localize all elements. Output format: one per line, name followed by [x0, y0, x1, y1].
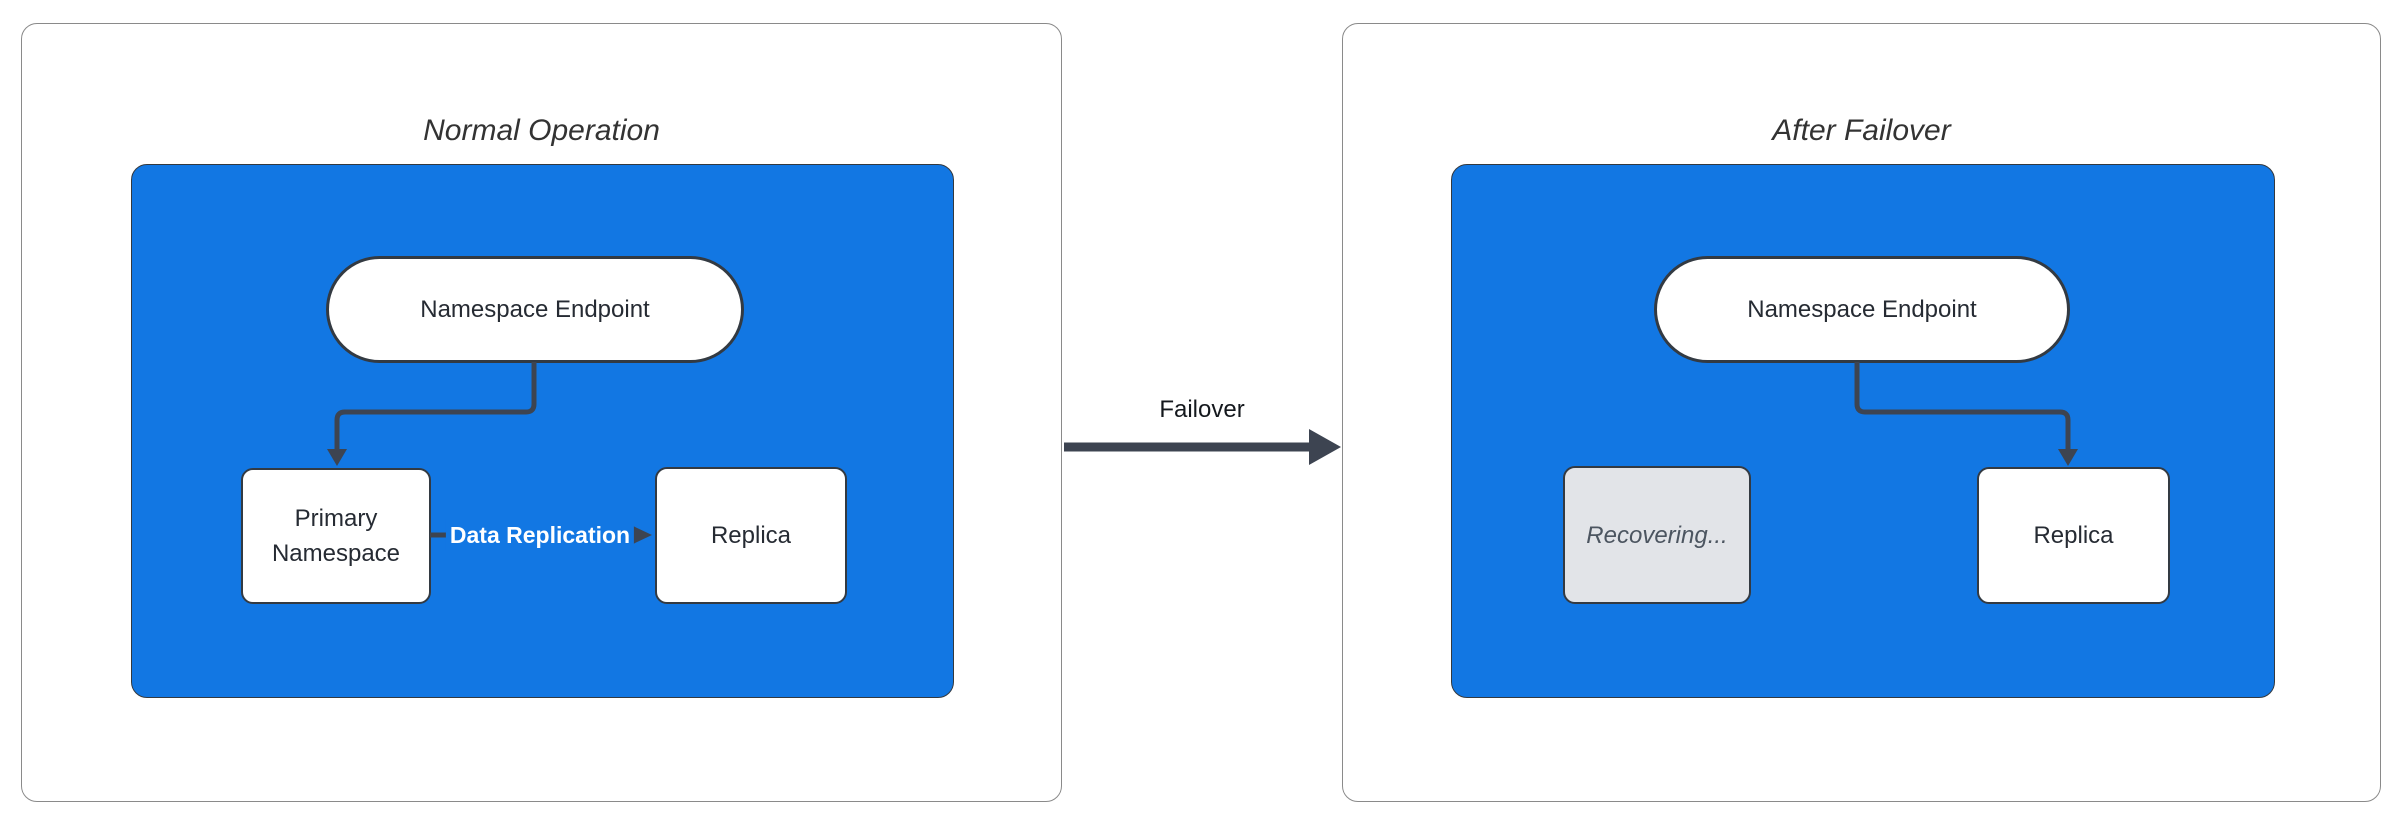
node-namespace-endpoint-left: Namespace Endpoint	[326, 256, 744, 363]
node-label: Recovering...	[1586, 521, 1728, 549]
panel-normal-operation: Normal Operation Namespace Endpoint Prim…	[21, 23, 1062, 802]
node-recovering: Recovering...	[1563, 466, 1751, 604]
arrow-right-head-icon	[1309, 429, 1341, 465]
edge-label-data-replication: Data Replication	[445, 519, 635, 551]
node-label: Primary Namespace	[271, 505, 401, 567]
panel-after-failover: After Failover Namespace Endpoint Recove…	[1342, 23, 2381, 802]
node-label: Namespace Endpoint	[1747, 296, 1977, 323]
node-label: Replica	[710, 522, 792, 549]
node-label: Namespace Endpoint	[420, 296, 650, 323]
cluster-box-failover	[1451, 164, 2275, 698]
failover-label: Failover	[1159, 396, 1245, 432]
node-label: Replica	[2033, 522, 2114, 549]
panel-title-after-failover: After Failover	[1772, 114, 1951, 147]
panel-title-normal-operation: Normal Operation	[423, 114, 660, 147]
node-primary-namespace: Primary Namespace	[241, 468, 431, 604]
node-replica-left: Replica	[655, 467, 847, 604]
node-replica-right: Replica	[1977, 467, 2170, 604]
node-namespace-endpoint-right: Namespace Endpoint	[1654, 256, 2070, 363]
cluster-box-normal	[131, 164, 954, 698]
